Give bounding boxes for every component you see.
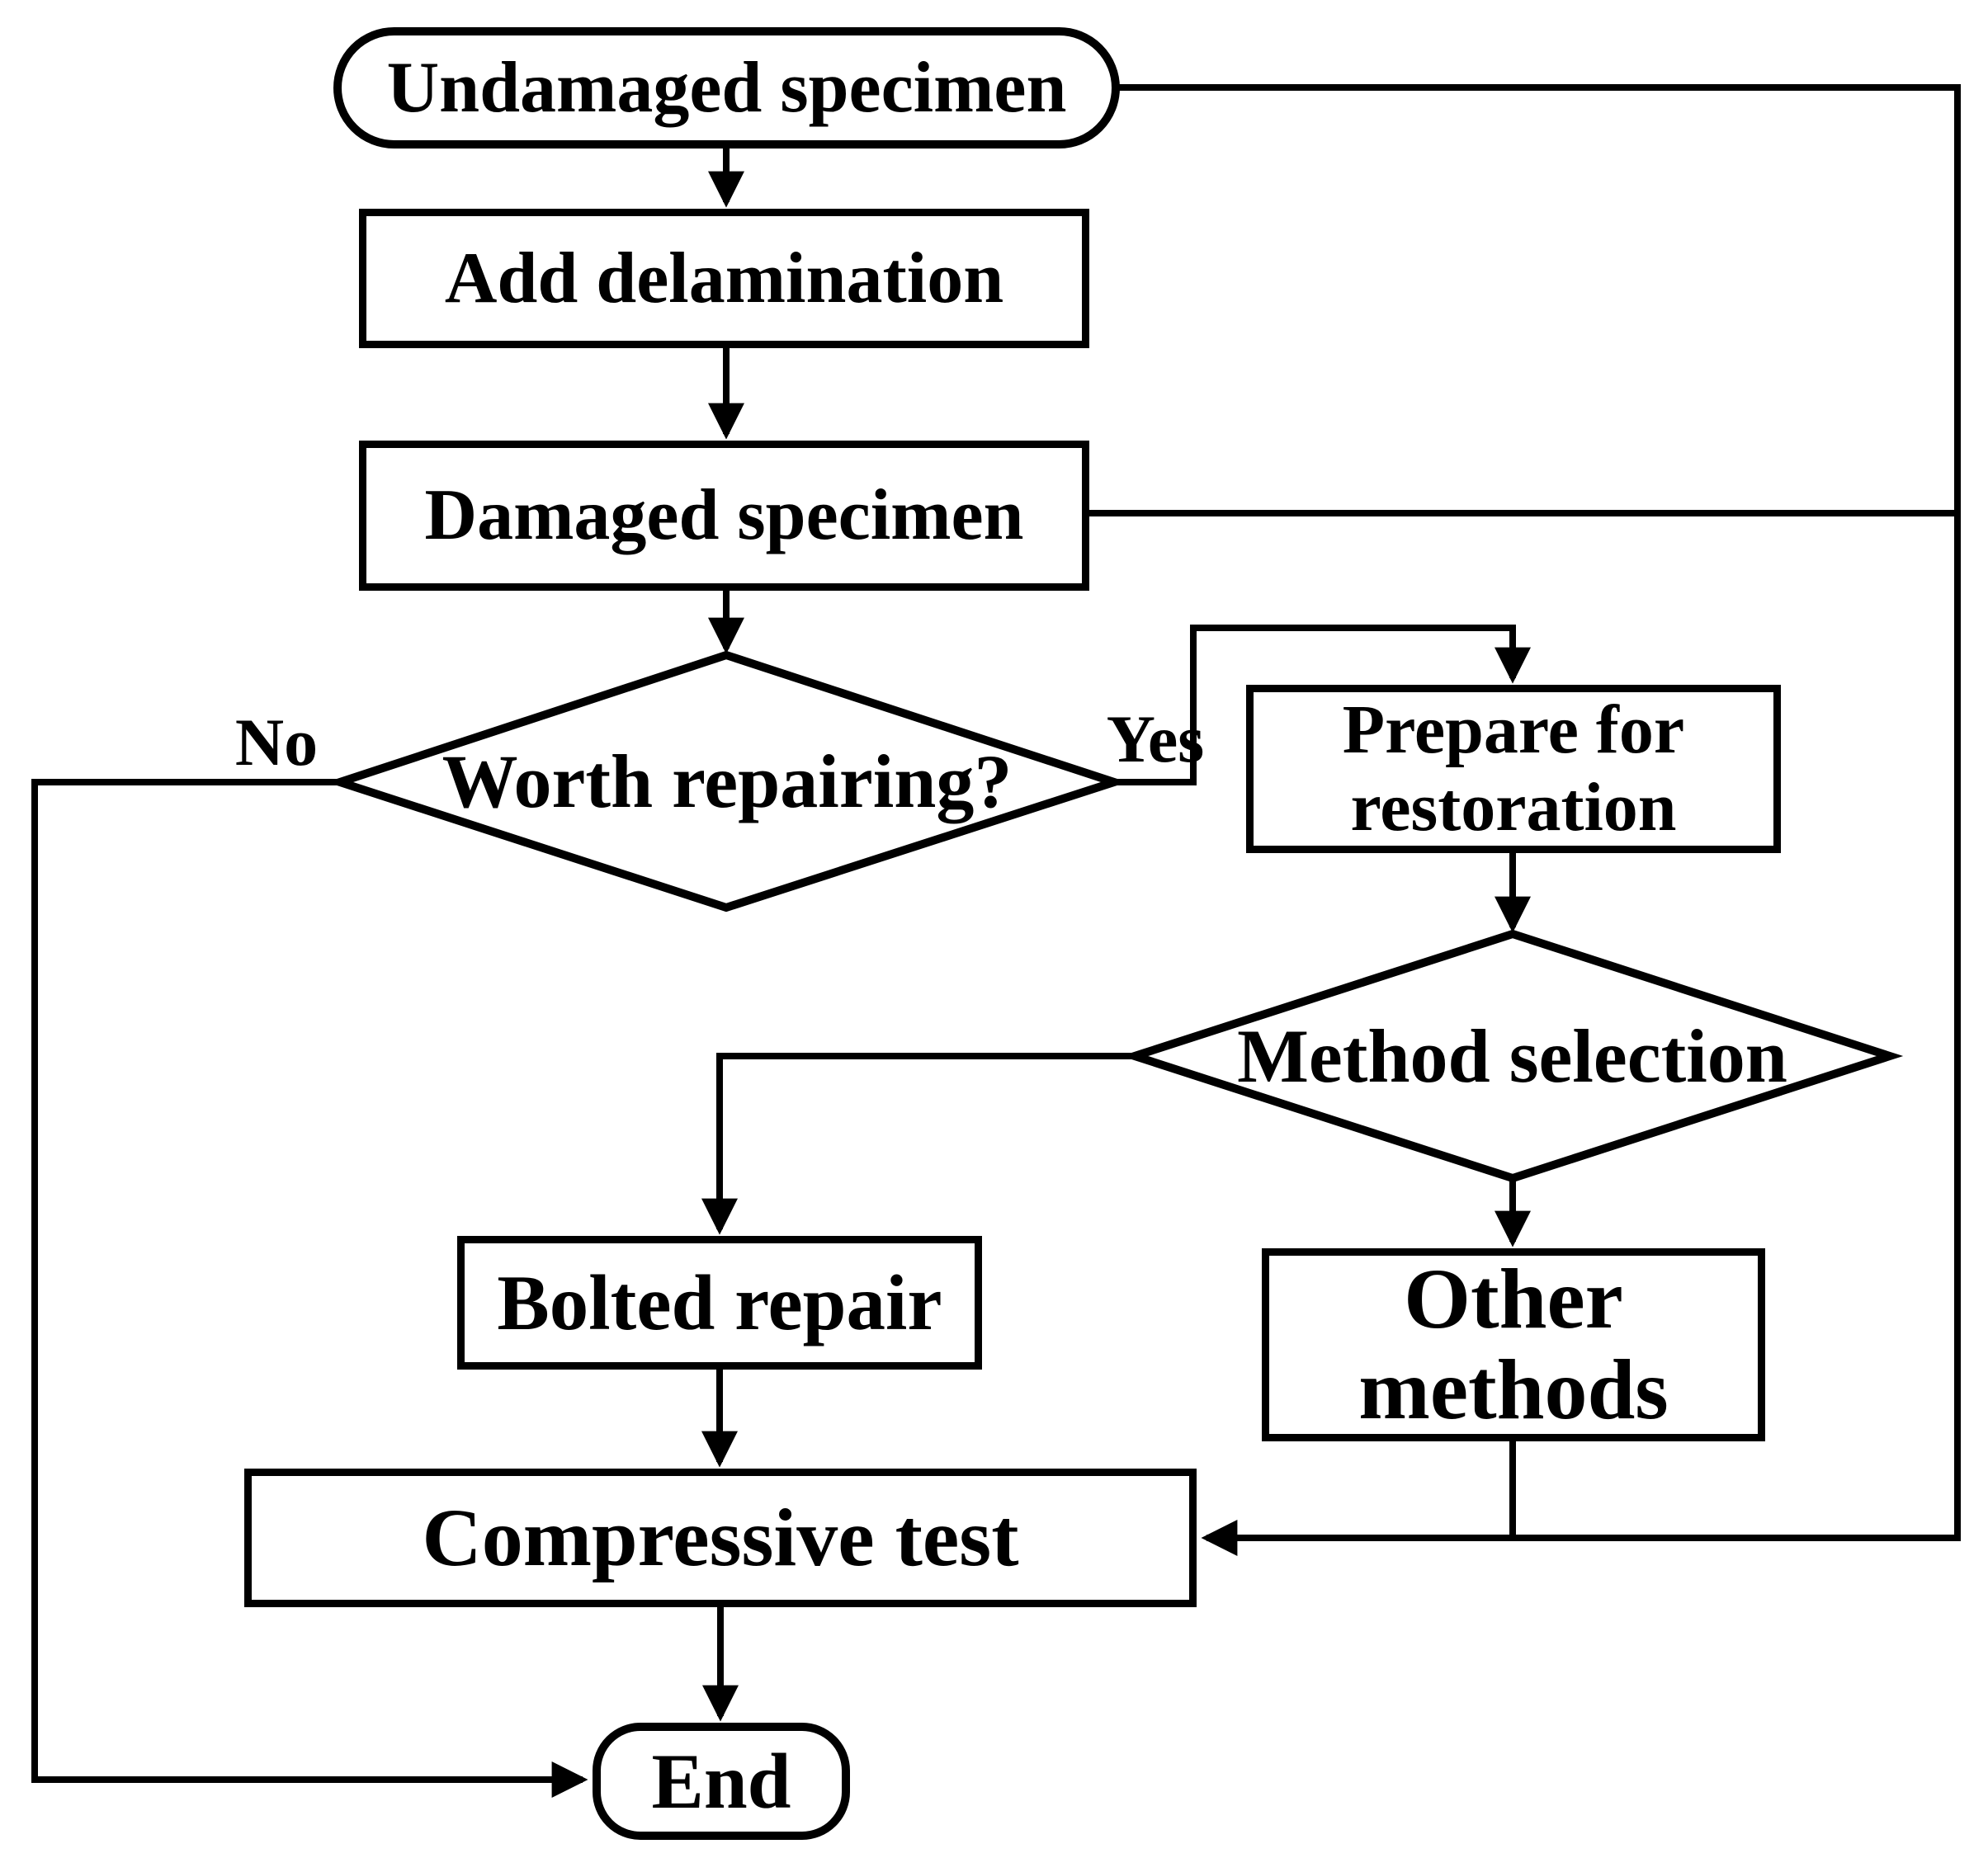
edge-no-to-end <box>31 779 588 1798</box>
node-bolted-repair: Bolted repair <box>457 1236 982 1370</box>
edge-yes-to-prepare <box>1114 625 1531 785</box>
node-worth-repairing-label: Worth repairing? <box>442 739 1013 823</box>
decision-worth-repairing-shape <box>326 650 1128 912</box>
node-prepare-for-restoration: Prepare for restoration <box>1246 685 1781 853</box>
decision-method-selection-shape <box>1121 929 1904 1183</box>
node-method-selection-label: Method selection <box>1237 1014 1787 1098</box>
node-add-delamination-label: Add delamination <box>444 238 1004 318</box>
node-damaged-specimen-label: Damaged specimen <box>424 475 1024 556</box>
edge-label-yes: Yes <box>1106 701 1205 776</box>
node-bolted-repair-label: Bolted repair <box>497 1258 942 1346</box>
node-compressive-test: Compressive test <box>244 1469 1197 1607</box>
edge-label-no: No <box>234 705 319 780</box>
node-end-label: End <box>651 1737 791 1825</box>
node-add-delamination: Add delamination <box>359 209 1089 348</box>
edge-method-to-bolted <box>701 1053 1135 1235</box>
node-compressive-test-label: Compressive test <box>422 1492 1019 1583</box>
node-damaged-specimen: Damaged specimen <box>359 441 1089 591</box>
node-other-methods-label: Other methods <box>1358 1251 1669 1437</box>
node-undamaged-specimen-label: Undamaged specimen <box>386 47 1067 128</box>
node-end: End <box>593 1723 850 1840</box>
node-undamaged-specimen: Undamaged specimen <box>333 27 1120 149</box>
node-prepare-for-restoration-label: Prepare for restoration <box>1342 691 1685 846</box>
node-other-methods: Other methods <box>1262 1248 1765 1441</box>
edge-right-rail-to-compressive <box>1201 84 1961 1556</box>
